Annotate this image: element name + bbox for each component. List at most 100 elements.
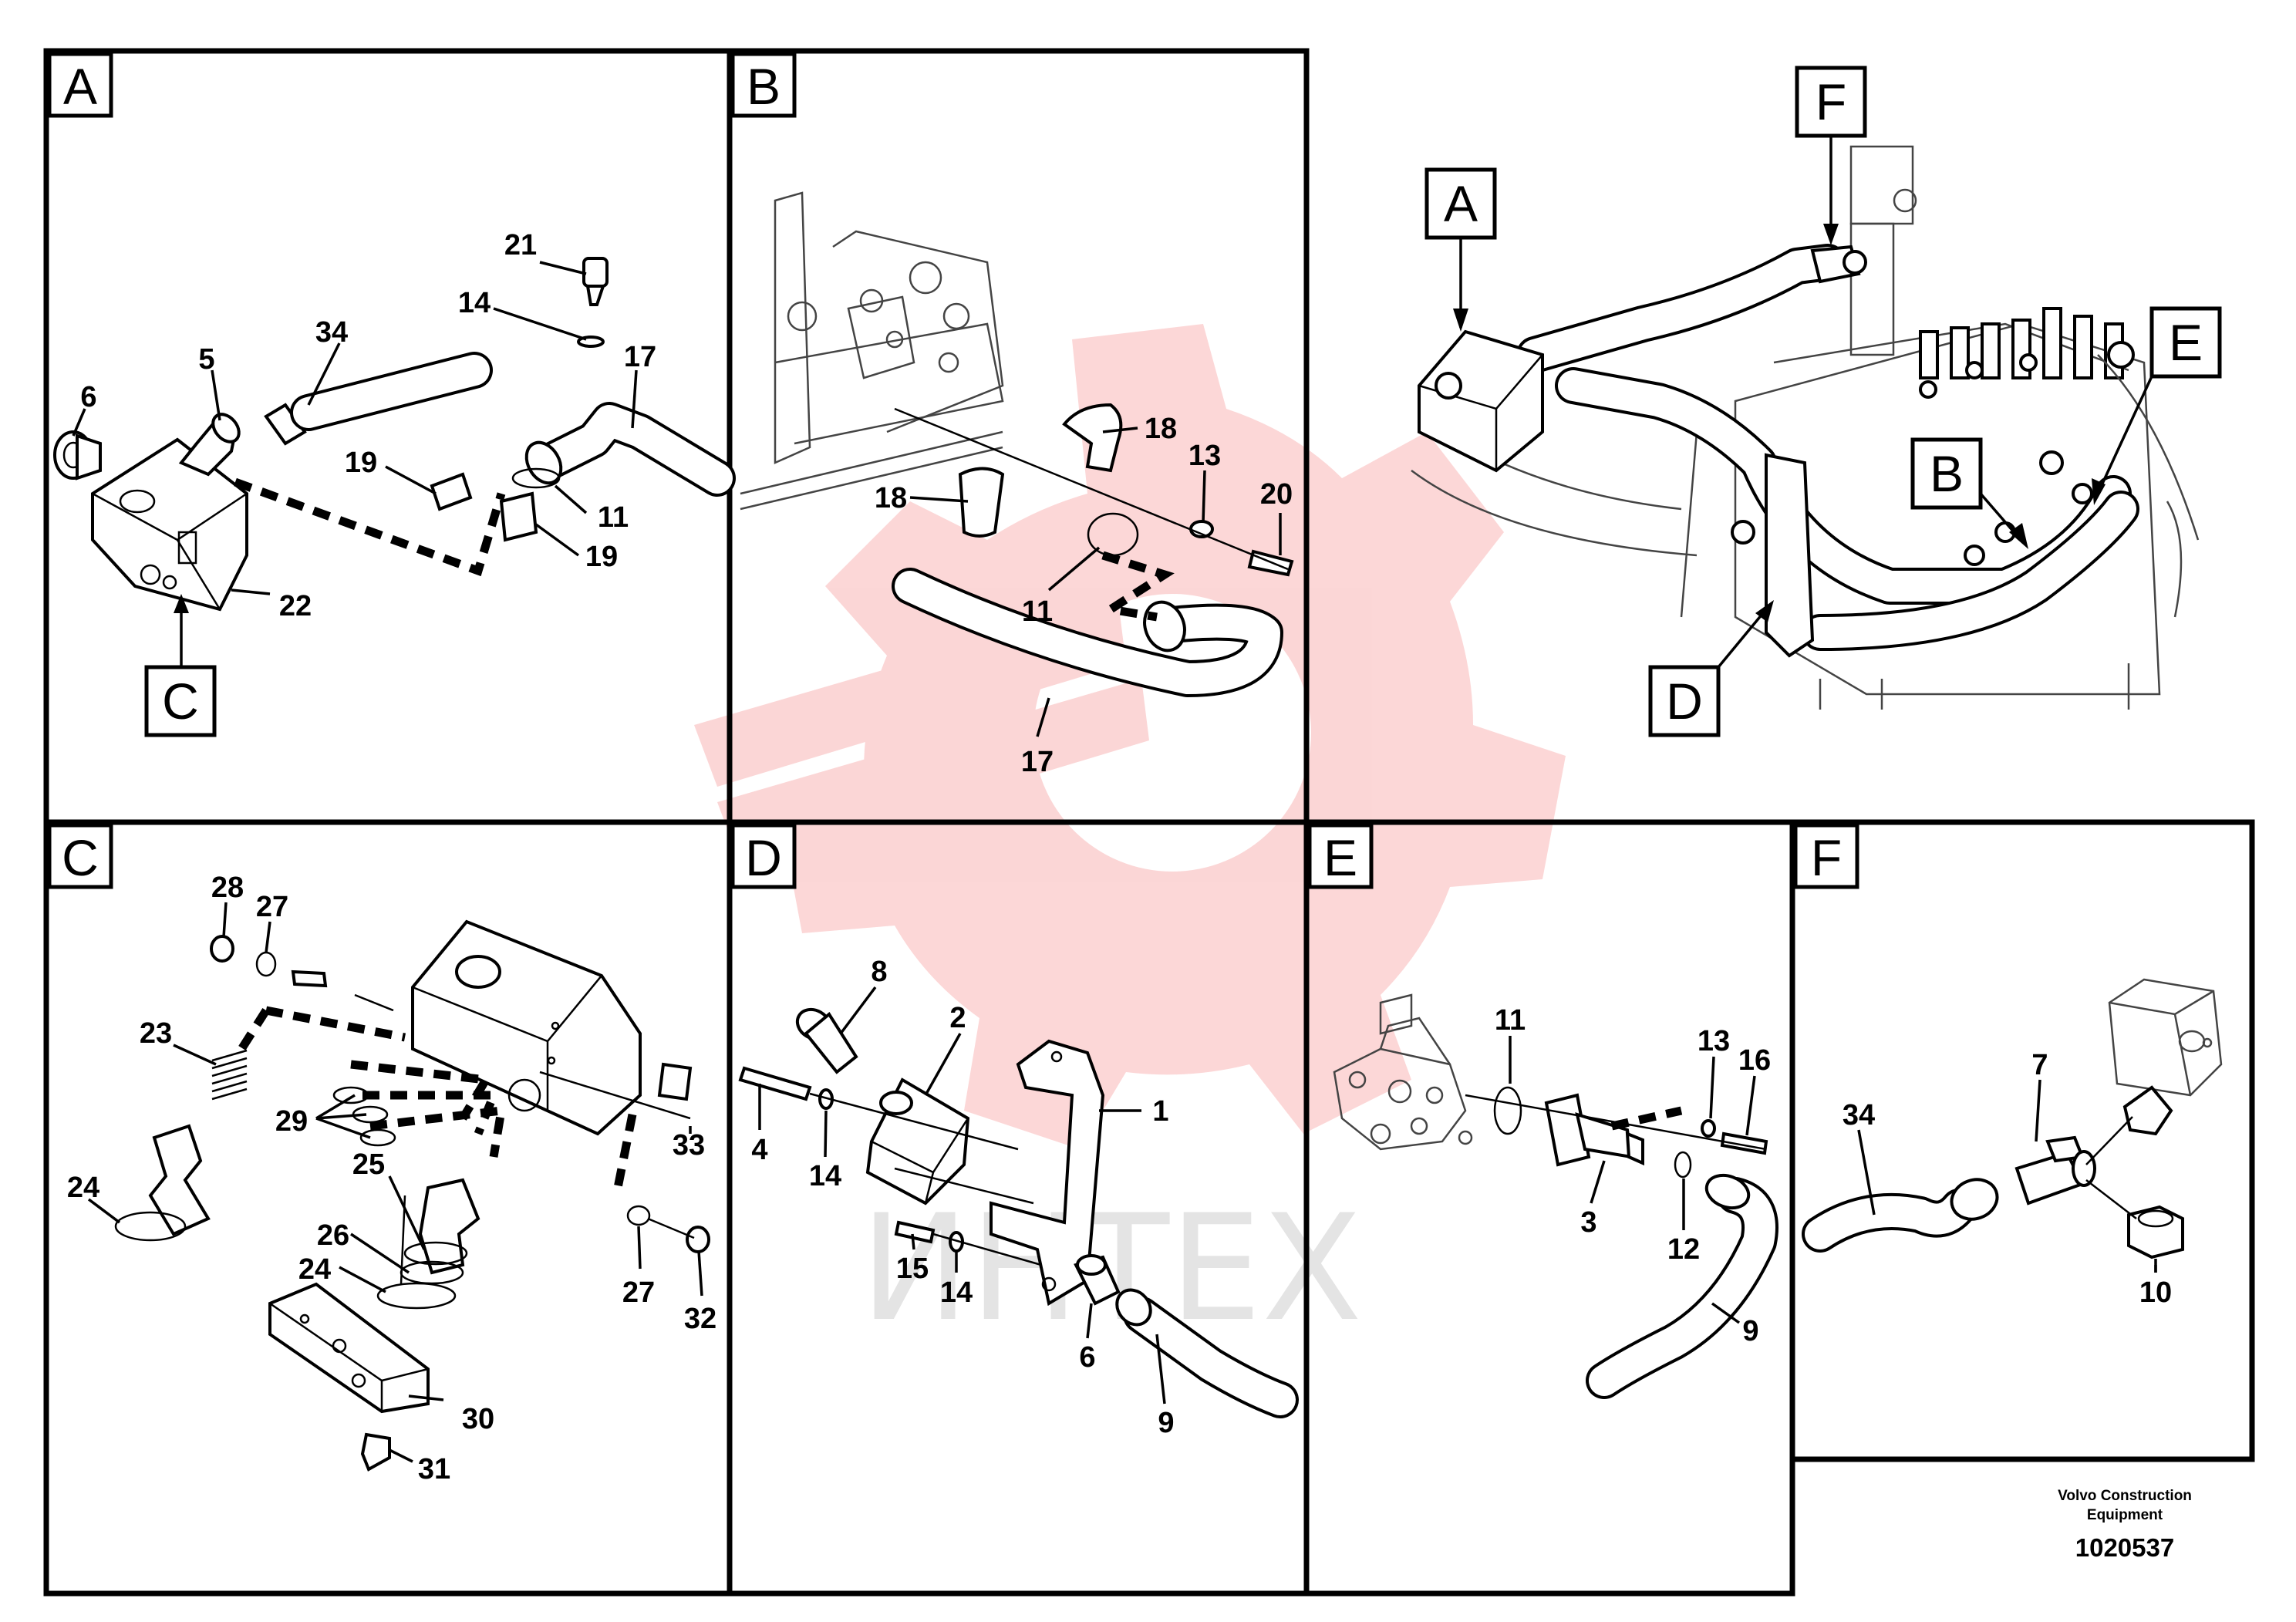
label-27b: 27	[622, 1276, 655, 1309]
o-ring-25	[403, 1241, 468, 1266]
o-ring-11	[1493, 1086, 1522, 1135]
o-ring-27b	[626, 1205, 651, 1226]
label-9: 9	[1158, 1407, 1174, 1439]
label-25: 25	[352, 1148, 385, 1181]
plug-28	[210, 935, 234, 963]
footer: Volvo Construction Equipment 1020537	[2058, 1488, 2192, 1562]
label-14a: 14	[809, 1160, 841, 1192]
elbow-5	[178, 413, 241, 477]
bolt-31	[360, 1432, 391, 1472]
label-17: 17	[624, 341, 656, 373]
hose-17	[524, 402, 736, 497]
panel-d-tag: D	[730, 823, 797, 889]
panel-a-dashed-path	[234, 477, 506, 577]
label-14: 14	[458, 287, 491, 319]
panel-b-tag: B	[730, 52, 797, 118]
spring-23	[211, 1049, 248, 1101]
label-24b: 24	[298, 1253, 331, 1286]
label-34: 34	[315, 316, 348, 349]
panel-c-drawing: 28 27 23 29 24 25 26 24 33 27 32 30 31	[67, 872, 716, 1485]
cap-10	[2127, 1205, 2184, 1259]
bracket-d	[1731, 453, 1815, 658]
label-11: 11	[598, 501, 629, 534]
flange-half-18b	[958, 467, 1005, 538]
label-3: 3	[1580, 1206, 1596, 1239]
panel-f-drawing: 34 7 10	[1802, 978, 2223, 1309]
hose-9	[1115, 1288, 1299, 1418]
label-34: 34	[1843, 1099, 1875, 1131]
label-30: 30	[462, 1403, 494, 1435]
hose-9	[1586, 1173, 1778, 1399]
label-23: 23	[140, 1017, 172, 1050]
valve-housing-e	[1333, 993, 1473, 1151]
label-10: 10	[2139, 1276, 2172, 1309]
valve-block-22	[91, 437, 248, 612]
label-27a: 27	[256, 891, 288, 923]
label-7: 7	[2031, 1049, 2048, 1081]
label-31: 31	[418, 1453, 450, 1485]
svg-text:A: A	[1444, 175, 1478, 232]
label-13: 13	[1188, 440, 1221, 472]
label-19b: 19	[585, 541, 618, 573]
panel-c-tag: C	[47, 823, 113, 889]
cover-plate-30	[268, 1282, 430, 1414]
panel-d-drawing: 8 2 1 4 14 15 14 6 9	[738, 956, 1299, 1439]
label-29: 29	[275, 1105, 308, 1138]
svg-text:C: C	[162, 673, 199, 730]
hose-17-overview	[1802, 491, 2139, 651]
hose-34-overview	[1516, 244, 1846, 373]
hose-34	[1802, 1178, 1999, 1253]
label-33: 33	[673, 1129, 705, 1162]
solenoid-housing-f	[2108, 978, 2223, 1097]
panel-c-dashed-2	[235, 1008, 270, 1055]
o-ring-12	[1674, 1151, 1692, 1179]
svg-text:A: A	[63, 58, 97, 115]
overview-drawing: A F E B D	[1411, 66, 2222, 737]
hose-34	[264, 352, 493, 446]
label-32: 32	[684, 1303, 716, 1335]
label-6: 6	[80, 381, 96, 413]
label-22: 22	[279, 590, 312, 622]
panel-f-frame	[1789, 819, 2255, 1462]
label-5: 5	[198, 343, 214, 376]
label-4: 4	[751, 1134, 767, 1166]
panel-b-dashed-path	[1099, 551, 1175, 622]
label-19a: 19	[345, 447, 377, 479]
fitting-6	[53, 430, 102, 481]
small-spring	[354, 993, 394, 1012]
adapter-flange-3	[1544, 1093, 1644, 1167]
clamp-half-19b	[499, 491, 538, 542]
bolt-21	[582, 257, 609, 306]
panel-a-drawing: 6 5 34 21 14 17 19 11 19 22 C	[53, 229, 736, 737]
panel-e-tag: E	[1307, 823, 1374, 889]
fitting	[2122, 1085, 2173, 1136]
svg-text:B: B	[747, 58, 781, 115]
nameplate	[657, 1062, 693, 1101]
callout-f-box: F	[1795, 66, 1867, 138]
o-ring-24b	[376, 1282, 457, 1310]
document-number: 1020537	[2075, 1533, 2174, 1562]
flange-half-18a	[1062, 403, 1123, 473]
svg-text:C: C	[62, 829, 99, 886]
panel-b-drawing: 18 13 20 18 11 17	[740, 191, 1294, 778]
label-14b: 14	[940, 1276, 973, 1309]
bracket-1	[990, 1039, 1105, 1307]
label-11: 11	[1495, 1004, 1526, 1037]
label-28: 28	[211, 872, 244, 904]
tee-7	[2014, 1135, 2096, 1206]
panel-c-dashed-1	[265, 1006, 406, 1042]
label-24a: 24	[67, 1172, 99, 1204]
label-21: 21	[504, 229, 537, 261]
label-13: 13	[1698, 1025, 1730, 1057]
o-ring-24a	[114, 1211, 187, 1242]
label-12: 12	[1667, 1233, 1700, 1266]
panel-c-dashed-6	[612, 1113, 637, 1193]
washer-13	[1701, 1119, 1716, 1138]
panel-c-dashed-4	[362, 1091, 501, 1136]
panel-a-tag: A	[47, 52, 113, 118]
label-26: 26	[317, 1219, 349, 1252]
svg-text:E: E	[1323, 829, 1357, 886]
label-18b: 18	[875, 482, 907, 514]
panel-c-dashed-5	[369, 1105, 507, 1158]
